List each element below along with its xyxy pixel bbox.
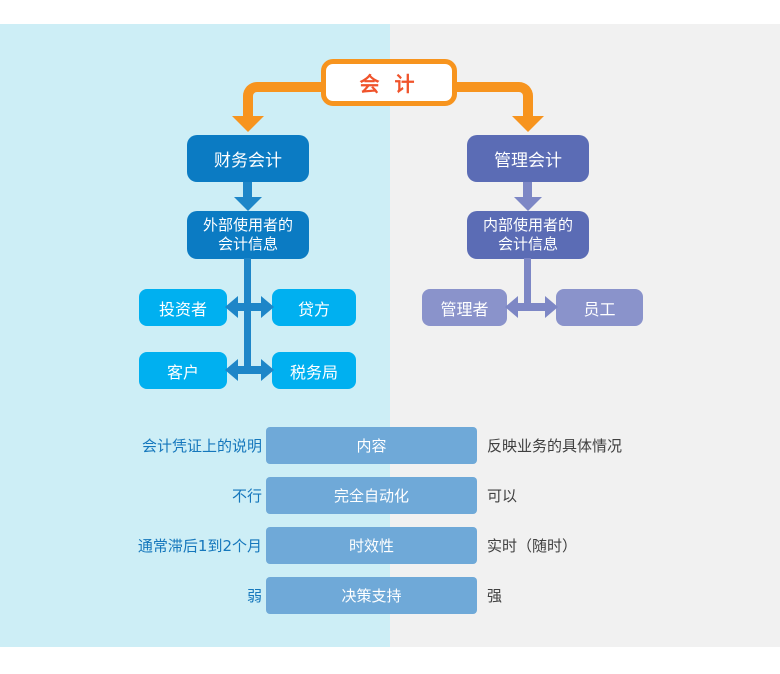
comparison-right-label: 强	[487, 587, 503, 605]
arrow-down-icon	[232, 116, 264, 132]
arrow-bar	[238, 303, 261, 311]
comparison-left-label: 弱	[246, 587, 262, 605]
node-external-users-info-line2: 会计信息	[217, 235, 278, 253]
comparison-row: 弱 决策支持 强	[0, 577, 780, 614]
comparison-topic-pill: 决策支持	[266, 577, 477, 614]
orange-connector-left	[243, 82, 322, 120]
comparison-topic-pill: 时效性	[266, 527, 477, 564]
node-accounting: 会 计	[321, 59, 457, 106]
vertical-connector-line	[524, 258, 531, 308]
arrow-left-head-icon	[225, 359, 238, 381]
node-managers-label: 管理者	[440, 299, 489, 319]
node-internal-users-info-line2: 会计信息	[497, 235, 558, 253]
node-tax-bureau: 税务局	[272, 352, 356, 389]
comparison-left-label: 不行	[231, 487, 262, 505]
node-management-accounting-label: 管理会计	[494, 151, 562, 171]
comparison-right-label: 实时（随时）	[487, 537, 578, 555]
double-arrow-icon	[225, 358, 274, 382]
arrow-down-icon	[234, 197, 262, 211]
arrow-bar	[518, 303, 545, 311]
node-external-users-info: 外部使用者的 会计信息	[187, 211, 309, 259]
node-investors: 投资者	[139, 289, 227, 326]
node-accounting-label: 会 计	[359, 72, 419, 96]
arrow-down-icon	[512, 116, 544, 132]
node-financial-accounting: 财务会计	[187, 135, 309, 182]
node-creditors-label: 贷方	[297, 299, 330, 319]
arrow-bar	[238, 366, 261, 374]
double-arrow-icon	[505, 295, 558, 319]
node-customers: 客户	[139, 352, 227, 389]
arrow-left-head-icon	[505, 296, 518, 318]
arrow-right-head-icon	[545, 296, 558, 318]
node-investors-label: 投资者	[158, 299, 207, 319]
arrow-right-head-icon	[261, 359, 274, 381]
node-employees-label: 员工	[583, 299, 616, 319]
node-internal-users-info: 内部使用者的 会计信息	[467, 211, 589, 259]
comparison-topic-pill: 内容	[266, 427, 477, 464]
node-managers: 管理者	[422, 289, 507, 326]
arrow-left-head-icon	[225, 296, 238, 318]
arrow-down-icon	[523, 182, 532, 198]
arrow-down-icon	[243, 182, 252, 198]
vertical-connector-line	[244, 258, 251, 372]
node-internal-users-info-line1: 内部使用者的	[482, 216, 573, 234]
arrow-right-head-icon	[261, 296, 274, 318]
arrow-down-icon	[514, 197, 542, 211]
node-employees: 员工	[556, 289, 643, 326]
node-external-users-info-line1: 外部使用者的	[202, 216, 293, 234]
comparison-right-label: 反映业务的具体情况	[487, 437, 623, 455]
comparison-topic-pill: 完全自动化	[266, 477, 477, 514]
comparison-row: 通常滞后1到2个月 时效性 实时（随时）	[0, 527, 780, 564]
comparison-left-label: 通常滞后1到2个月	[137, 537, 262, 555]
node-creditors: 贷方	[272, 289, 356, 326]
comparison-row: 会计凭证上的说明 内容 反映业务的具体情况	[0, 427, 780, 464]
comparison-right-label: 可以	[487, 487, 518, 505]
comparison-row: 不行 完全自动化 可以	[0, 477, 780, 514]
node-tax-bureau-label: 税务局	[289, 362, 338, 382]
node-customers-label: 客户	[166, 362, 199, 382]
double-arrow-icon	[225, 295, 274, 319]
orange-connector-right	[456, 82, 533, 120]
comparison-left-label: 会计凭证上的说明	[141, 437, 262, 455]
node-management-accounting: 管理会计	[467, 135, 589, 182]
node-financial-accounting-label: 财务会计	[214, 151, 282, 171]
